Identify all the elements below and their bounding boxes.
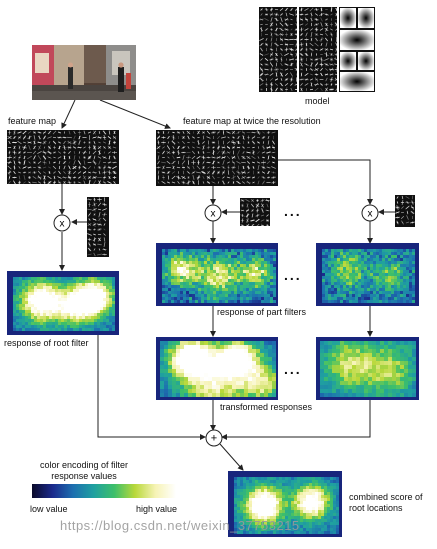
multiply-operator-icon: x — [204, 204, 222, 222]
part-filter-response-1 — [156, 243, 278, 306]
root-filter — [87, 197, 109, 257]
part-filter-1 — [240, 198, 270, 226]
combined-score — [228, 471, 342, 537]
feature-map-2x — [156, 130, 278, 186]
response-root-label: response of root filter — [4, 338, 89, 348]
feature-map-label: feature map — [8, 116, 57, 126]
part-filter-n — [395, 195, 415, 227]
model-label: model — [305, 96, 330, 106]
model-part-filters — [299, 7, 337, 92]
root-filter-response — [7, 271, 119, 335]
ellipsis: ... — [284, 361, 302, 377]
colormap-bar — [32, 484, 176, 498]
color-encoding-label: color encoding of filter response values — [40, 460, 129, 481]
svg-text:x: x — [368, 209, 373, 220]
street-scene-photo — [32, 45, 136, 100]
sum-operator-icon: + — [205, 429, 223, 447]
model-root-filter — [259, 7, 297, 92]
watermark: https://blog.csdn.net/weixin_37753215 — [60, 518, 300, 533]
model-deformation-costs — [339, 7, 375, 92]
transformed-response-n — [316, 337, 419, 400]
combined-label: combined score of root locations — [349, 492, 423, 513]
transformed-response-1 — [156, 337, 278, 400]
multiply-operator-icon: x — [53, 214, 71, 232]
transformed-label: transformed responses — [220, 402, 313, 412]
multiply-operator-icon: x — [361, 204, 379, 222]
svg-text:x: x — [60, 219, 65, 230]
high-value-label: high value — [136, 504, 178, 514]
response-parts-label: response of part filters — [217, 307, 307, 317]
svg-text:x: x — [211, 209, 216, 220]
feature-map-2x-label: feature map at twice the resolution — [183, 116, 321, 126]
ellipsis: ... — [284, 203, 302, 219]
ellipsis: ... — [284, 267, 302, 283]
part-filter-response-n — [316, 243, 419, 306]
feature-map — [7, 130, 119, 184]
low-value-label: low value — [30, 504, 68, 514]
